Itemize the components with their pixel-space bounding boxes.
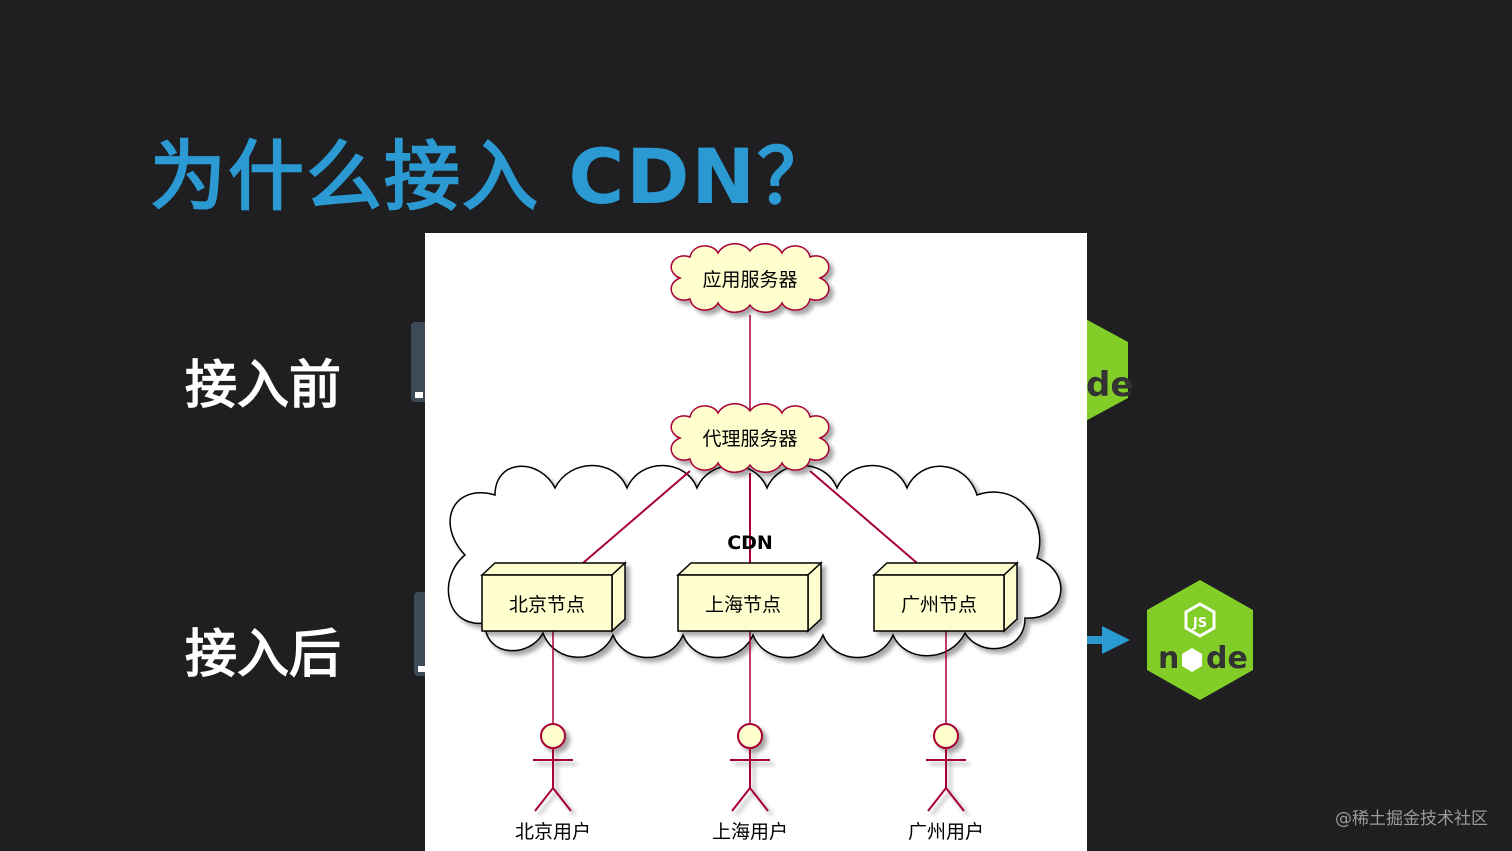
node-box-shanghai: 上海节点 [676, 561, 823, 633]
svg-text:de: de [1206, 641, 1248, 676]
actor-shanghai-icon [730, 723, 770, 812]
arrow-right-icon [1082, 626, 1130, 654]
node-box-guangzhou: 广州节点 [872, 561, 1019, 633]
actor-guangzhou-icon [926, 723, 966, 812]
slide-title: 为什么接入 CDN？ [150, 132, 835, 221]
cdn-diagram: 应用服务器 代理服务器 CDN 北京节点 上海节点 广州节点 [447, 243, 1062, 843]
server-icon-before [411, 322, 427, 402]
app-server-label: 应用服务器 [702, 269, 797, 291]
node-label-guangzhou: 广州节点 [901, 594, 977, 616]
app-server-cloud: 应用服务器 [670, 243, 830, 313]
connector-lines [552, 315, 947, 723]
user-label-guangzhou: 广州用户 [908, 821, 984, 843]
cdn-label: CDN [727, 532, 773, 554]
server-icon-after [414, 592, 428, 676]
nodejs-logo-after-icon: JS n de [1082, 580, 1253, 700]
svg-text:n: n [1158, 641, 1179, 676]
label-after: 接入后 [185, 625, 342, 685]
proxy-server-cloud: 代理服务器 [670, 403, 830, 473]
svg-text:de: de [1086, 365, 1132, 405]
node-label-shanghai: 上海节点 [705, 594, 781, 616]
js-badge-text: JS [1192, 616, 1207, 631]
watermark: @稀土掘金技术社区 [1335, 809, 1488, 829]
label-before: 接入前 [185, 356, 342, 416]
user-label-beijing: 北京用户 [515, 821, 591, 843]
proxy-server-label: 代理服务器 [702, 428, 797, 450]
cdn-diagram-panel: 应用服务器 代理服务器 CDN 北京节点 上海节点 广州节点 [425, 233, 1087, 851]
actor-beijing-icon [533, 723, 573, 812]
node-box-beijing: 北京节点 [480, 561, 627, 633]
user-label-shanghai: 上海用户 [712, 821, 788, 843]
node-label-beijing: 北京节点 [509, 594, 585, 616]
